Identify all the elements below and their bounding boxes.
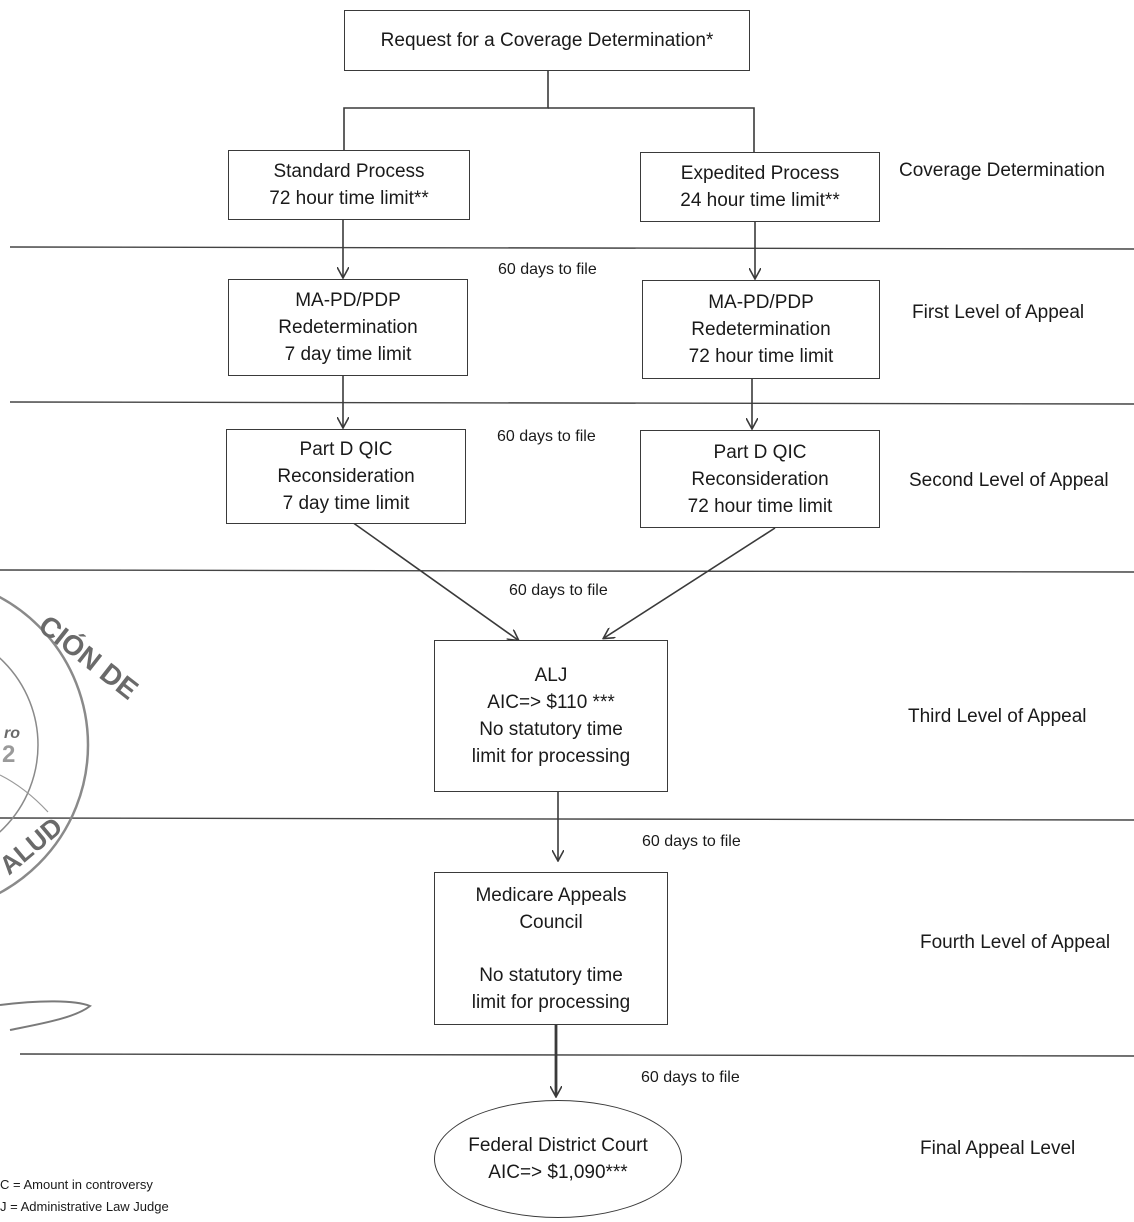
- redet-standard-limit: 7 day time limit: [284, 344, 412, 365]
- redetermination-expedited-box: MA-PD/PDP Redetermination 72 hour time l…: [642, 280, 880, 379]
- alj-limit-1: No statutory time: [479, 719, 623, 740]
- connectors: [343, 70, 776, 1096]
- qic-reconsideration-standard-box: Part D QIC Reconsideration 7 day time li…: [226, 429, 466, 524]
- level-label-third: Third Level of Appeal: [908, 706, 1087, 727]
- seal-inner-divider: [0, 774, 49, 813]
- level-dividers: [0, 246, 1134, 1057]
- level-label-second: Second Level of Appeal: [909, 470, 1109, 491]
- court-amount: AIC=> $1,090***: [488, 1162, 628, 1183]
- file-deadline-label-3: 60 days to file: [509, 582, 608, 599]
- level-label-fourth: Fourth Level of Appeal: [920, 932, 1111, 953]
- level-label-coverage: Coverage Determination: [899, 160, 1105, 181]
- alj-amount: AIC=> $110 ***: [487, 692, 615, 713]
- divider-3: [0, 569, 1134, 573]
- file-deadline-label-4: 60 days to file: [642, 833, 741, 850]
- federal-district-court-oval: Federal District Court AIC=> $1,090***: [434, 1100, 682, 1218]
- alj-box: ALJ AIC=> $110 *** No statutory time lim…: [434, 640, 668, 792]
- court-title: Federal District Court: [468, 1135, 648, 1156]
- file-deadline-label-5: 60 days to file: [641, 1069, 740, 1086]
- qic-standard-title: Part D QIC: [299, 439, 393, 460]
- divider-5: [19, 1053, 1134, 1057]
- legend-aic: C = Amount in controversy: [0, 1177, 153, 1192]
- redet-expedited-subtitle: Redetermination: [691, 319, 831, 340]
- signature-scribble: [0, 1000, 92, 1031]
- request-coverage-determination-box: Request for a Coverage Determination*: [344, 10, 750, 71]
- file-deadline-label-1: 60 days to file: [498, 261, 597, 278]
- redet-standard-subtitle: Redetermination: [278, 317, 418, 338]
- alj-title: ALJ: [534, 665, 568, 686]
- request-box-label: Request for a Coverage Determination*: [380, 30, 714, 51]
- redet-expedited-limit: 72 hour time limit: [688, 346, 834, 367]
- file-deadline-label-2: 60 days to file: [497, 428, 596, 445]
- level-label-final: Final Appeal Level: [920, 1138, 1076, 1159]
- qic-expedited-title: Part D QIC: [713, 441, 807, 463]
- council-title: Medicare Appeals: [475, 884, 627, 906]
- expedited-process-box: Expedited Process 24 hour time limit**: [640, 152, 880, 222]
- alj-limit-2: limit for processing: [471, 746, 631, 767]
- qic-reconsideration-expedited-box: Part D QIC Reconsideration 72 hour time …: [640, 430, 880, 528]
- medicare-appeals-council-box: Medicare Appeals Council No statutory ti…: [434, 872, 668, 1025]
- expedited-process-limit: 24 hour time limit**: [680, 190, 840, 211]
- standard-process-title: Standard Process: [273, 161, 425, 182]
- seal-inner-number: 2: [2, 741, 15, 768]
- qic-expedited-limit: 72 hour time limit: [687, 495, 833, 517]
- qic-standard-limit: 7 day time limit: [282, 493, 410, 514]
- council-limit-2: limit for processing: [471, 991, 631, 1013]
- council-limit-1: No statutory time: [479, 964, 623, 986]
- redet-expedited-title: MA-PD/PDP: [708, 292, 814, 313]
- official-seal-stamp: [0, 595, 90, 895]
- divider-2: [9, 401, 1134, 405]
- arrow-qic-standard-to-alj: [351, 521, 518, 640]
- expedited-process-title: Expedited Process: [680, 163, 840, 184]
- seal-inner-word: ro: [4, 725, 20, 742]
- legend-alj: J = Administrative Law Judge: [0, 1199, 169, 1214]
- qic-expedited-subtitle: Reconsideration: [691, 468, 829, 490]
- seal-lettering: CIÓN DE ALUD ro 2: [0, 609, 144, 880]
- level-label-first: First Level of Appeal: [912, 302, 1085, 323]
- standard-process-limit: 72 hour time limit**: [269, 188, 429, 209]
- request-split-connector-right: [548, 107, 755, 152]
- council-subtitle: Council: [519, 911, 583, 933]
- standard-process-box: Standard Process 72 hour time limit**: [228, 150, 470, 220]
- redet-standard-title: MA-PD/PDP: [295, 290, 401, 311]
- divider-1: [9, 246, 1134, 250]
- divider-4: [0, 817, 1134, 821]
- arrow-qic-expedited-to-alj: [604, 527, 776, 638]
- qic-standard-subtitle: Reconsideration: [277, 466, 415, 487]
- redetermination-standard-box: MA-PD/PDP Redetermination 7 day time lim…: [228, 279, 468, 376]
- request-split-connector: [343, 70, 549, 150]
- seal-arc-top: CIÓN DE: [33, 609, 144, 705]
